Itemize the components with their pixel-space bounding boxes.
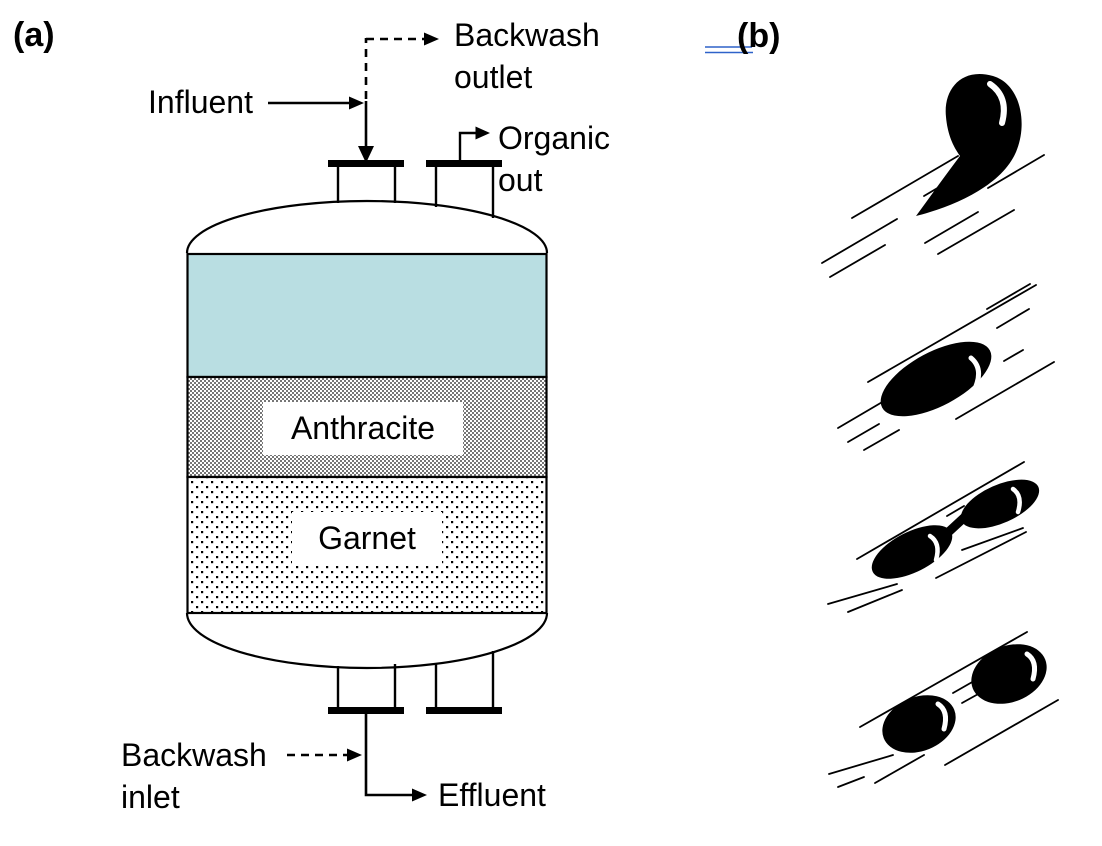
backwash-outlet-arrowhead <box>424 32 439 46</box>
droplet-1-highlight <box>987 81 1007 126</box>
streamlines-stage-1 <box>821 154 1045 310</box>
droplet-1-body <box>916 74 1022 216</box>
flow-arrows <box>268 32 490 802</box>
backwash-inlet-label-line1: Backwash <box>121 737 267 773</box>
top-right-nozzle <box>434 166 495 218</box>
panel-b-tag: (b) <box>737 17 781 55</box>
backwash-inlet-arrowhead <box>347 748 362 762</box>
revision-mark-lines <box>705 46 753 54</box>
droplet-4-right-highlight <box>1024 651 1037 682</box>
droplet-4-left-body <box>882 695 956 753</box>
effluent-arrowhead <box>412 788 427 802</box>
organic-out-line <box>458 131 476 161</box>
backwash-inlet-label-line2: inlet <box>121 779 180 815</box>
anthracite-label: Anthracite <box>263 402 463 455</box>
droplet-stage-2 <box>880 341 992 417</box>
droplet-3-left-highlight <box>927 533 940 563</box>
droplet-2-body <box>880 341 992 417</box>
vessel-nozzles <box>328 160 502 714</box>
effluent-label: Effluent <box>438 777 546 813</box>
backwash-outlet-label-line2: outlet <box>454 59 533 95</box>
inlet-drop-arrowhead <box>358 146 374 163</box>
droplet-4-right-body <box>971 644 1047 704</box>
organic-out-label-line1: Organic <box>498 120 611 156</box>
streamlines-stage-3 <box>827 461 1027 613</box>
droplet-stage-3 <box>871 479 1040 579</box>
backwash-outlet-label: Backwash outlet <box>454 14 600 98</box>
droplet-stage-1 <box>916 74 1022 216</box>
droplet-stage-4 <box>882 644 1047 753</box>
streamlines-stage-2 <box>837 284 1055 451</box>
vessel-top-dome <box>185 199 549 254</box>
water-layer <box>186 252 548 379</box>
droplet-2-highlight <box>968 355 982 389</box>
effluent-line <box>364 712 413 797</box>
influent-arrowhead <box>349 96 364 110</box>
vessel-bottom-dome <box>185 612 549 670</box>
organic-out-arrowhead <box>475 126 490 140</box>
anthracite-label-text: Anthracite <box>290 410 436 446</box>
organic-out-label: Organic out <box>498 117 610 201</box>
backwash-inlet-label: Backwash inlet <box>121 734 267 818</box>
top-left-nozzle <box>336 166 397 203</box>
bottom-left-nozzle <box>336 664 397 708</box>
garnet-label-text: Garnet <box>318 520 416 556</box>
droplet-3-left-lobe <box>871 525 953 579</box>
droplet-3-right-lobe <box>960 479 1040 529</box>
bottom-right-nozzle <box>434 651 495 708</box>
droplet-3-right-highlight <box>1010 486 1022 515</box>
backwash-outlet-label-line1: Backwash <box>454 17 600 53</box>
organic-out-label-line2: out <box>498 162 543 198</box>
panel-a-tag: (a) <box>13 16 55 54</box>
garnet-label: Garnet <box>292 512 442 565</box>
droplet-4-left-highlight <box>935 701 948 732</box>
influent-label: Influent <box>148 84 253 120</box>
